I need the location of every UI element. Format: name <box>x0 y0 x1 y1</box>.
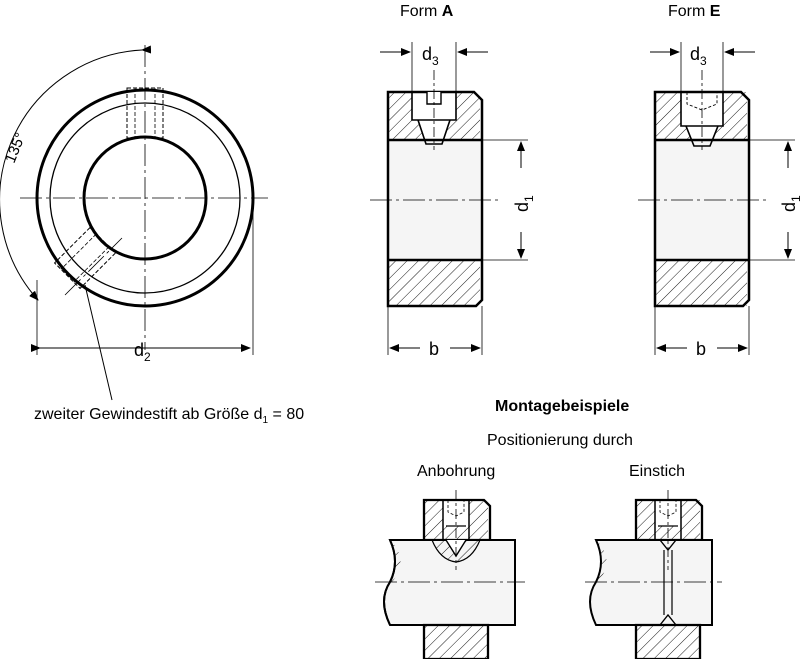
second-setscrew-note: zweiter Gewindestift ab Größe d1 = 80 <box>34 406 305 427</box>
b-label-a: b <box>429 339 439 359</box>
form-e-section <box>638 42 795 355</box>
mounting-einstich <box>585 490 722 659</box>
form-e-title: Form E <box>668 3 721 20</box>
mounting-title: Montagebeispiele <box>495 398 630 415</box>
mounting-anbohrung <box>375 490 525 659</box>
d1-label-e: d1 <box>779 195 800 212</box>
front-view <box>0 45 268 401</box>
d2-label: d2 <box>134 340 151 364</box>
b-label-e: b <box>696 339 706 359</box>
form-a-title: Form A <box>400 3 454 20</box>
angle-label: 135° <box>2 130 29 165</box>
mounting-subtitle: Positionierung durch <box>487 432 633 449</box>
d3-label-a: d3 <box>422 44 439 68</box>
d1-label-a: d1 <box>512 195 536 212</box>
mounting-label-einstich: Einstich <box>629 463 686 480</box>
mounting-label-anbohrung: Anbohrung <box>417 463 496 480</box>
d3-label-e: d3 <box>690 44 707 68</box>
form-a-section <box>370 42 528 355</box>
